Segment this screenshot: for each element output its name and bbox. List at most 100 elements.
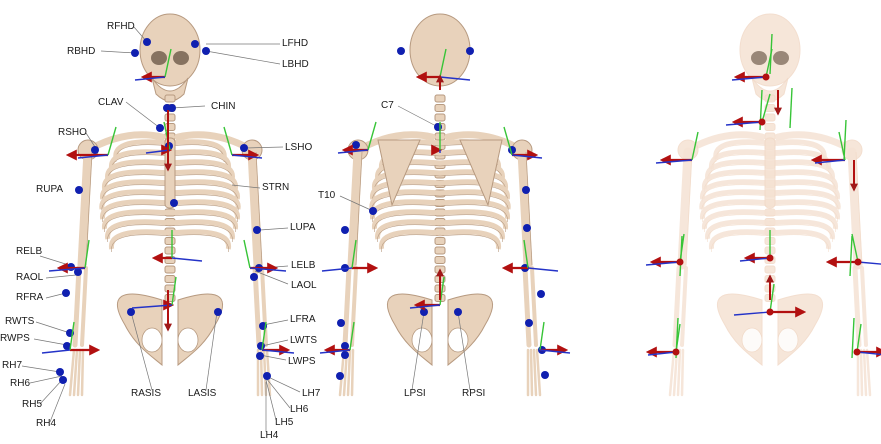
ulna--1 xyxy=(532,268,536,345)
leader-line xyxy=(398,106,438,127)
label-LFRA: LFRA xyxy=(290,314,316,325)
rib-right xyxy=(111,232,170,249)
radius-1 xyxy=(345,268,349,345)
leader-line xyxy=(101,51,135,53)
label-T10: T10 xyxy=(318,190,335,201)
anterior-view xyxy=(70,14,270,395)
leader-line xyxy=(260,228,288,230)
label-LUPA: LUPA xyxy=(290,222,315,233)
eye-socket-left xyxy=(773,51,789,65)
label-CHIN: CHIN xyxy=(211,101,235,112)
leader-line xyxy=(40,256,72,266)
leader-line xyxy=(22,366,60,372)
frame-origin-dot xyxy=(855,259,862,266)
frame-origin-dot xyxy=(763,74,770,81)
skull xyxy=(140,14,200,86)
leader-line xyxy=(172,106,205,108)
finger-1 xyxy=(78,350,80,395)
marker-dot xyxy=(191,40,199,48)
ulna-1 xyxy=(82,268,86,345)
label-LBHD: LBHD xyxy=(282,59,309,70)
skull xyxy=(740,14,800,86)
y-axis-line xyxy=(244,240,250,268)
finger-1 xyxy=(352,350,353,395)
marker-dot xyxy=(537,290,545,298)
vertebra xyxy=(165,124,175,131)
label-RAOL: RAOL xyxy=(16,272,43,283)
finger-1 xyxy=(682,350,683,395)
y-axis-line xyxy=(850,236,852,276)
label-LH5: LH5 xyxy=(275,417,293,428)
label-RSHO: RSHO xyxy=(58,127,87,138)
label-RUPA: RUPA xyxy=(36,184,63,195)
leader-line xyxy=(126,102,160,128)
vertebra xyxy=(765,266,775,273)
rib-left xyxy=(440,232,499,249)
rib-right xyxy=(711,232,770,249)
obturator-right xyxy=(742,328,762,352)
label-RWPS: RWPS xyxy=(0,333,30,344)
marker-dot xyxy=(397,47,405,55)
label-RFRA: RFRA xyxy=(16,292,43,303)
frame-origin-dot xyxy=(673,349,680,356)
eye-socket-left xyxy=(173,51,189,65)
z-axis-line xyxy=(172,258,202,261)
label-RBHD: RBHD xyxy=(67,46,95,57)
marker-dot xyxy=(56,368,64,376)
label-LELB: LELB xyxy=(291,260,315,271)
marker-dot xyxy=(127,308,135,316)
marker-dot xyxy=(131,49,139,57)
finger--1 xyxy=(537,350,540,395)
marker-dot xyxy=(525,319,533,327)
leader-line xyxy=(36,322,70,333)
label-leader-lines xyxy=(22,27,470,432)
obturator-right xyxy=(412,328,432,352)
obturator-left xyxy=(778,328,798,352)
label-LH6: LH6 xyxy=(290,404,308,415)
marker-dot xyxy=(170,199,178,207)
frame-origin-dot xyxy=(767,255,774,262)
leader-line xyxy=(34,339,67,345)
obturator-left xyxy=(448,328,468,352)
vertebra xyxy=(765,124,775,131)
label-RH5: RH5 xyxy=(22,399,42,410)
eye-socket-right xyxy=(751,51,767,65)
label-RASIS: RASIS xyxy=(131,388,161,399)
marker-dot xyxy=(257,342,265,350)
marker-dot xyxy=(168,104,176,112)
leader-line xyxy=(266,380,276,420)
frame-origin-dot xyxy=(854,349,861,356)
marker-dot xyxy=(466,47,474,55)
marker-dot xyxy=(523,224,531,232)
marker-dot xyxy=(454,308,462,316)
finger--1 xyxy=(861,350,862,395)
marker-dot xyxy=(420,308,428,316)
y-axis-line xyxy=(540,322,544,350)
eye-socket-right xyxy=(151,51,167,65)
rib-left xyxy=(770,232,829,249)
marker-dot xyxy=(341,226,349,234)
marker-dot xyxy=(336,372,344,380)
label-CLAV: CLAV xyxy=(98,97,123,108)
label-LH4: LH4 xyxy=(260,430,278,441)
marker-dot xyxy=(75,186,83,194)
marker-dot xyxy=(541,371,549,379)
finger-1 xyxy=(678,350,680,395)
marker-dot xyxy=(256,352,264,360)
y-axis-line xyxy=(790,88,792,128)
marker-dot xyxy=(143,38,151,46)
finger--1 xyxy=(534,350,536,395)
marker-dot xyxy=(62,289,70,297)
label-C7: C7 xyxy=(381,100,394,111)
posterior-view xyxy=(340,14,540,395)
vertebra xyxy=(165,266,175,273)
label-LPSI: LPSI xyxy=(404,388,426,399)
vertebra xyxy=(765,114,775,121)
marker-dot xyxy=(91,146,99,154)
vertebra xyxy=(165,238,175,245)
finger--1 xyxy=(864,350,866,395)
marker-dot xyxy=(240,144,248,152)
marker-dot xyxy=(202,47,210,55)
